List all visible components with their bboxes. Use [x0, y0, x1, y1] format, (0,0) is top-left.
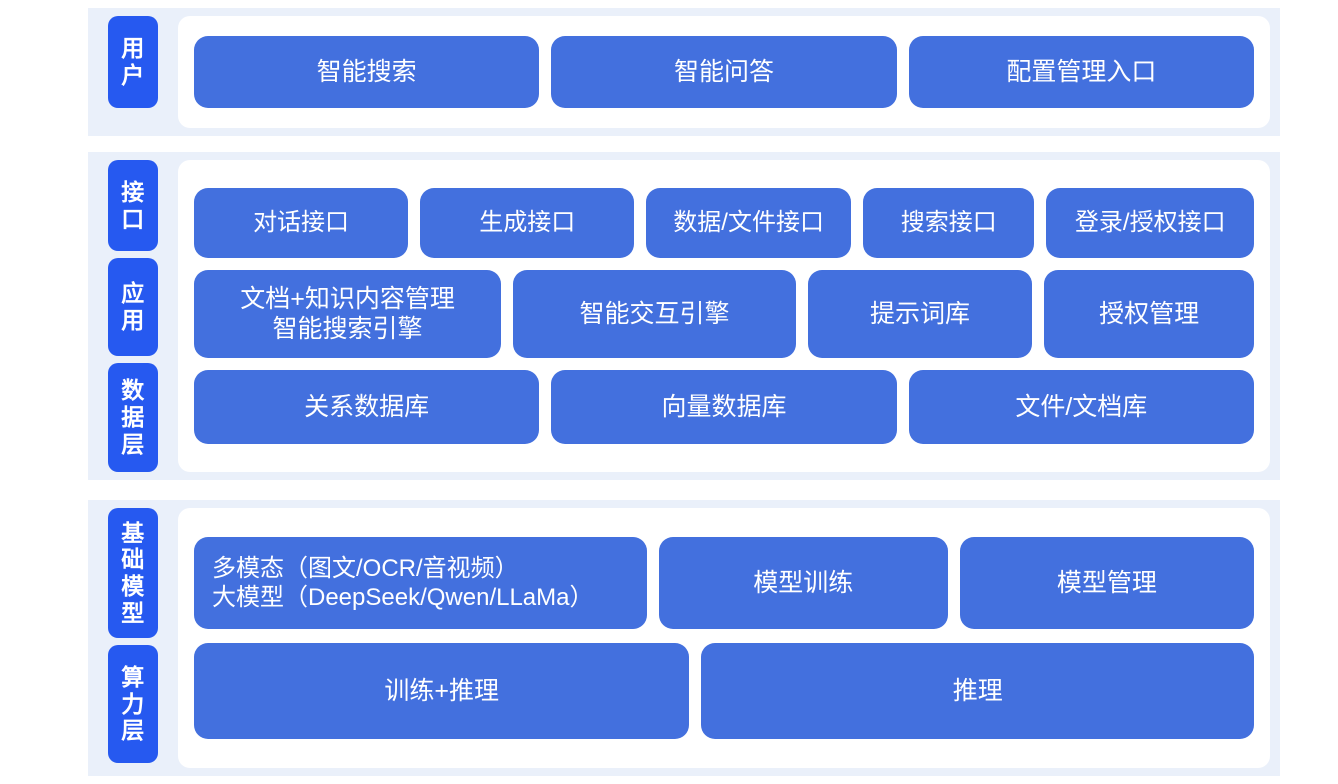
- row-application-modules: 文档+知识内容管理 智能搜索引擎 智能交互引擎 提示词库 授权管理: [194, 270, 1254, 358]
- row-user-entries: 智能搜索 智能问答 配置管理入口: [194, 36, 1254, 108]
- layer-rail-user: 用户: [88, 8, 178, 136]
- card-login-auth-api[interactable]: 登录/授权接口: [1046, 188, 1254, 258]
- card-smart-search[interactable]: 智能搜索: [194, 36, 540, 108]
- layer-rail-foundation: 基础模型 算力层: [88, 500, 178, 776]
- layer-tab-user[interactable]: 用户: [108, 16, 158, 108]
- row-data-stores: 关系数据库 向量数据库 文件/文档库: [194, 370, 1254, 444]
- section-user-layer: 用户 智能搜索 智能问答 配置管理入口: [88, 8, 1280, 136]
- layer-tab-foundation-model[interactable]: 基础模型: [108, 508, 158, 638]
- card-model-management[interactable]: 模型管理: [959, 537, 1254, 629]
- panel-middle-layers: 对话接口 生成接口 数据/文件接口 搜索接口 登录/授权接口 文档+知识内容管理…: [178, 160, 1270, 472]
- card-training-and-inference[interactable]: 训练+推理: [194, 643, 690, 739]
- layer-tab-data[interactable]: 数据层: [108, 362, 158, 472]
- card-smart-interaction-engine[interactable]: 智能交互引擎: [513, 270, 796, 358]
- card-vector-database[interactable]: 向量数据库: [551, 370, 897, 444]
- panel-foundation-layers: 多模态（图文/OCR/音视频） 大模型（DeepSeek/Qwen/LLaMa）…: [178, 508, 1270, 768]
- section-foundation-layers: 基础模型 算力层 多模态（图文/OCR/音视频） 大模型（DeepSeek/Qw…: [88, 500, 1280, 776]
- panel-user-layer: 智能搜索 智能问答 配置管理入口: [178, 16, 1270, 128]
- card-prompt-library[interactable]: 提示词库: [807, 270, 1033, 358]
- card-config-management-entry[interactable]: 配置管理入口: [908, 36, 1254, 108]
- layer-tab-application[interactable]: 应用: [108, 258, 158, 356]
- card-file-document-store[interactable]: 文件/文档库: [908, 370, 1254, 444]
- card-dialog-api[interactable]: 对话接口: [194, 188, 409, 258]
- card-data-file-api[interactable]: 数据/文件接口: [646, 188, 851, 258]
- layer-tab-interface[interactable]: 接口: [108, 160, 158, 252]
- layer-rail-middle: 接口 应用 数据层: [88, 152, 178, 480]
- card-search-api[interactable]: 搜索接口: [862, 188, 1035, 258]
- card-multimodal-large-model[interactable]: 多模态（图文/OCR/音视频） 大模型（DeepSeek/Qwen/LLaMa）: [194, 537, 647, 629]
- row-interface-apis: 对话接口 生成接口 数据/文件接口 搜索接口 登录/授权接口: [194, 188, 1254, 258]
- card-inference[interactable]: 推理: [701, 643, 1254, 739]
- card-relational-database[interactable]: 关系数据库: [194, 370, 540, 444]
- card-doc-knowledge-content-management[interactable]: 文档+知识内容管理 智能搜索引擎: [194, 270, 502, 358]
- row-foundation-models: 多模态（图文/OCR/音视频） 大模型（DeepSeek/Qwen/LLaMa）…: [194, 537, 1254, 629]
- section-middle-layers: 接口 应用 数据层 对话接口 生成接口 数据/文件接口 搜索接口 登录/授权接口…: [88, 152, 1280, 480]
- card-generation-api[interactable]: 生成接口: [420, 188, 635, 258]
- card-authorization-management[interactable]: 授权管理: [1044, 270, 1254, 358]
- card-smart-qa[interactable]: 智能问答: [551, 36, 897, 108]
- row-compute-resources: 训练+推理 推理: [194, 643, 1254, 739]
- layer-tab-compute[interactable]: 算力层: [108, 645, 158, 763]
- card-model-training[interactable]: 模型训练: [658, 537, 948, 629]
